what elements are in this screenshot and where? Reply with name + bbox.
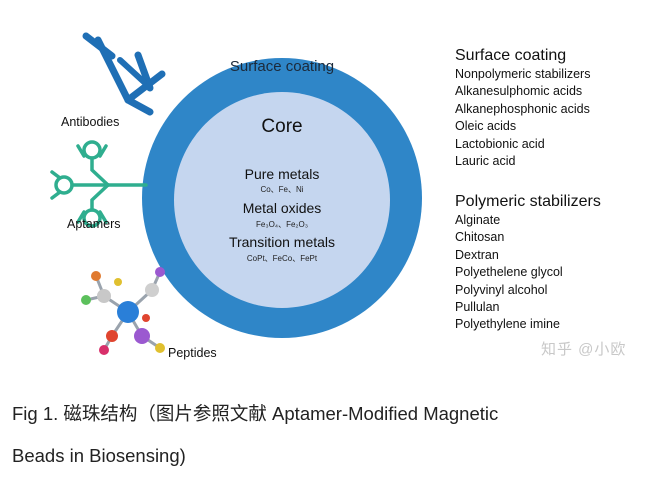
- core-group-heading: Pure metals: [244, 166, 320, 182]
- polymeric-item: Polyvinyl alcohol: [455, 282, 548, 297]
- bead-diagram: [50, 32, 422, 355]
- antibody-icon: [82, 32, 166, 116]
- surface-item: Alkanesulphomic acids: [455, 84, 583, 99]
- aptamers-label: Aptamers: [67, 217, 121, 231]
- polymeric-item: Dextran: [455, 247, 499, 262]
- core-group-sub: CoPt、FeCo、FePt: [246, 254, 318, 263]
- surface-item: Lactobionic acid: [455, 136, 545, 151]
- caption-line: Beads in Biosensing): [12, 445, 186, 466]
- watermark: 知乎 @小欧: [541, 341, 627, 358]
- figure-caption: Fig 1. 磁珠结构（图片参照文献 Aptamer-Modified Magn…: [12, 393, 632, 477]
- surface-item: Nonpolymeric stabilizers: [455, 67, 591, 81]
- surface-item: Lauric acid: [455, 154, 516, 169]
- core-group-heading: Metal oxides: [242, 200, 322, 216]
- polymeric-item: Alginate: [455, 213, 501, 227]
- core-circle: [174, 92, 390, 308]
- core-title: Core: [261, 116, 303, 137]
- surface-coating-heading: Surface coating: [455, 47, 567, 64]
- core-group-sub: Co、Fe、Ni: [260, 185, 304, 194]
- ring-label: Surface coating: [229, 58, 335, 75]
- antibodies-label: Antibodies: [61, 115, 120, 129]
- surface-item: Alkanephosphonic acids: [455, 101, 590, 116]
- peptide-molecule-icon: [81, 267, 165, 355]
- caption-line: Fig 1. 磁珠结构（图片参照文献 Aptamer-Modified Magn…: [12, 403, 499, 424]
- polymeric-stabilizers-panel: Polymeric stabilizers Alginate Chitosan …: [455, 192, 601, 334]
- surface-coating-panel: Surface coating Nonpolymeric stabilizers…: [455, 46, 590, 170]
- polymeric-item: Pullulan: [455, 300, 500, 315]
- polymeric-stabilizers-heading: Polymeric stabilizers: [455, 193, 601, 210]
- surface-item: Oleic acids: [455, 119, 517, 134]
- aptamer-icon: [50, 140, 148, 228]
- polymeric-item: Polyethelene glycol: [455, 265, 563, 280]
- peptides-label: Peptides: [168, 346, 217, 360]
- polymeric-item: Polyethylene imine: [455, 317, 560, 332]
- core-group-heading: Transition metals: [228, 234, 336, 250]
- polymeric-item: Chitosan: [455, 230, 505, 245]
- core-group-sub: Fe₃O₄、Fe₂O₃: [255, 220, 308, 229]
